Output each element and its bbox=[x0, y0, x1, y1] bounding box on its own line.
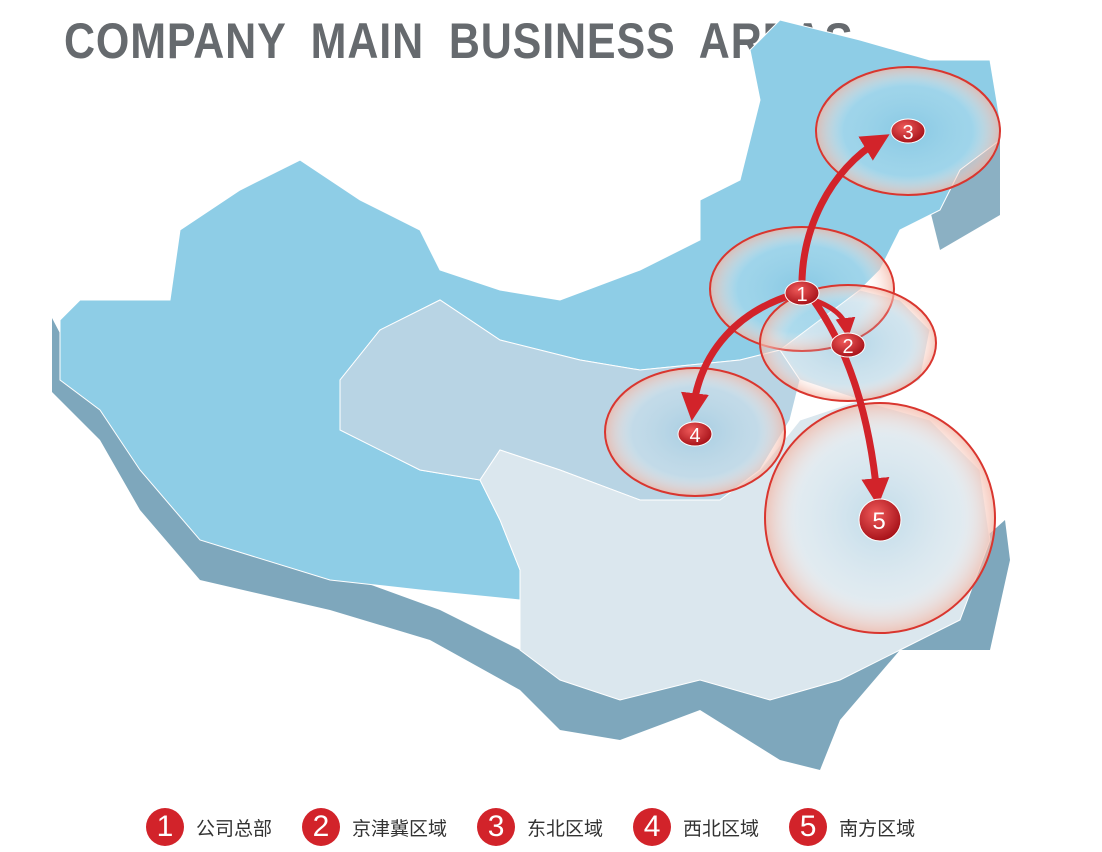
legend-item-3: 3 东北区域 bbox=[477, 808, 603, 846]
arrow-to-northwest bbox=[681, 290, 796, 422]
legend-item-1: 1 公司总部 bbox=[146, 808, 272, 846]
map-marker-5[interactable]: 5 bbox=[858, 498, 902, 542]
svg-text:3: 3 bbox=[902, 122, 913, 144]
page-title: COMPANY MAIN BUSINESS AREAS bbox=[64, 13, 854, 69]
legend: 1 公司总部 2 京津冀区域 3 东北区域 4 西北区域 5 南方区域 bbox=[146, 808, 945, 846]
map-marker-2[interactable]: 2 bbox=[830, 332, 866, 358]
legend-item-2: 2 京津冀区域 bbox=[302, 808, 447, 846]
svg-text:2: 2 bbox=[842, 336, 853, 358]
legend-badge-5: 5 bbox=[789, 808, 828, 846]
map-marker-1[interactable]: 1 bbox=[784, 280, 820, 306]
map-marker-3[interactable]: 3 bbox=[890, 118, 926, 144]
arrow-to-south bbox=[809, 295, 890, 507]
legend-label-5: 南方区域 bbox=[839, 817, 916, 840]
china-map: 3 1 2 4 5 bbox=[52, 19, 1010, 770]
legend-badge-3: 3 bbox=[477, 808, 516, 846]
legend-badge-1: 1 bbox=[146, 808, 184, 846]
legend-label-4: 西北区域 bbox=[683, 817, 760, 840]
legend-badge-4: 4 bbox=[633, 808, 672, 846]
legend-badge-2: 2 bbox=[302, 808, 341, 846]
legend-label-3: 东北区域 bbox=[527, 817, 604, 840]
svg-text:1: 1 bbox=[796, 284, 807, 306]
svg-text:4: 4 bbox=[689, 425, 700, 447]
map-marker-4[interactable]: 4 bbox=[677, 421, 713, 447]
map-markers: 3 1 2 4 5 bbox=[677, 118, 926, 542]
legend-label-2: 京津冀区域 bbox=[352, 817, 448, 840]
arrow-to-northeast bbox=[798, 134, 890, 293]
legend-item-5: 5 南方区域 bbox=[789, 808, 915, 846]
legend-label-1: 公司总部 bbox=[196, 817, 273, 840]
legend-item-4: 4 西北区域 bbox=[633, 808, 759, 846]
svg-text:5: 5 bbox=[872, 508, 885, 535]
